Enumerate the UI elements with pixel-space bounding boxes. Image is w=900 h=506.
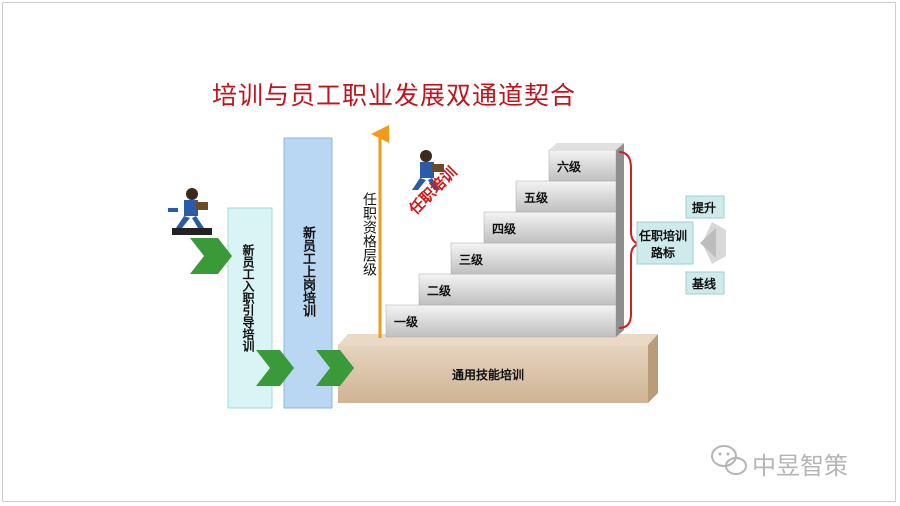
step-label-1: 一级	[394, 315, 419, 329]
intro-training-label: 新员工入职引导培训	[241, 244, 255, 352]
chevron-arrow-2	[256, 350, 294, 386]
step-label-2: 二级	[427, 284, 452, 298]
general-skills-label: 通用技能培训	[452, 368, 525, 382]
chevron-arrow-3	[316, 350, 354, 386]
step-label-3: 三级	[459, 253, 484, 267]
promote-box	[685, 195, 725, 219]
baseline-box	[685, 271, 725, 295]
path-box	[636, 221, 694, 265]
promote-label: 提升	[692, 201, 717, 215]
running-person-icon	[412, 150, 444, 190]
step-label-4: 四级	[492, 222, 517, 236]
onboard-bar	[283, 137, 333, 409]
step-label-5: 五级	[524, 191, 549, 205]
watermark-text: 中昱智策	[752, 452, 848, 480]
intro-bar	[227, 207, 273, 409]
path-box-line1: 任职培训	[639, 229, 688, 243]
baseline-label: 基线	[692, 277, 717, 291]
path-box-line2: 路标	[651, 246, 676, 260]
chevron-arrow-1	[190, 238, 232, 274]
step-label-6: 六级	[557, 160, 582, 174]
wechat-icon	[711, 445, 747, 475]
qualification-staircase	[385, 143, 624, 338]
onboard-training-label: 新员工上岗培训	[300, 226, 315, 317]
promote-baseline-arrow	[700, 222, 726, 264]
slide-title: 培训与员工职业发展双通道契合	[212, 81, 577, 110]
qualification-axis-label: 任职资格层级	[361, 192, 377, 276]
running-person-icon	[168, 188, 212, 235]
